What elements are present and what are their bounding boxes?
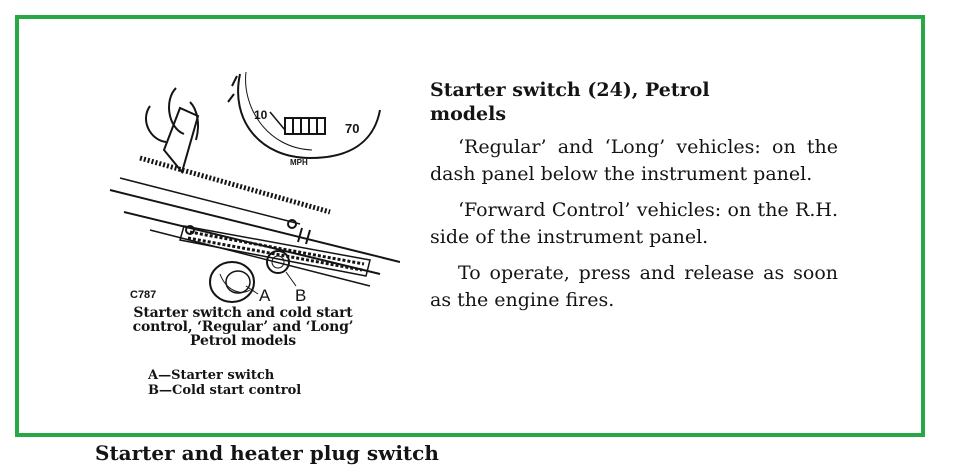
- figure-illustration: 10 70 MPH C787 A B: [80, 50, 400, 320]
- figure-legend: A—Starter switch B—Cold start control: [148, 368, 301, 398]
- page-frame: [15, 15, 925, 437]
- figure-code: C787: [130, 289, 157, 301]
- dash-panel-drawing: [109, 71, 400, 303]
- paragraph-regular-long: ‘Regular’ and ‘Long’ vehicles: on the da…: [430, 136, 838, 185]
- gauge-high-label: 70: [345, 121, 360, 136]
- legend-item-b: B—Cold start control: [148, 383, 302, 398]
- section-text: Starter switch (24), Petrol models ‘Regu…: [430, 78, 838, 323]
- paragraph-forward-control: ‘Forward Control’ vehicles: on the R.H. …: [430, 199, 838, 248]
- caption-line-1: Starter switch and cold start: [133, 305, 353, 321]
- caption-line-3: Petrol models: [190, 333, 296, 349]
- section-heading-line-2: models: [430, 103, 507, 125]
- gauge-low-label: 10: [254, 108, 268, 122]
- caption-line-2: control, ‘Regular’ and ‘Long’: [132, 319, 354, 335]
- figure-label-b: B: [295, 286, 307, 305]
- figure-caption: Starter switch and cold start control, ‘…: [78, 306, 408, 348]
- paragraph-operate: To operate, press and release as soon as…: [430, 262, 838, 311]
- next-section-heading: Starter and heater plug switch: [95, 441, 439, 465]
- gauge-unit-label: MPH: [290, 158, 308, 167]
- figure-label-a: A: [259, 286, 271, 305]
- legend-item-a: A—Starter switch: [148, 368, 275, 383]
- section-heading: Starter switch (24), Petrol models: [430, 78, 838, 126]
- section-heading-line-1: Starter switch (24), Petrol: [430, 79, 710, 101]
